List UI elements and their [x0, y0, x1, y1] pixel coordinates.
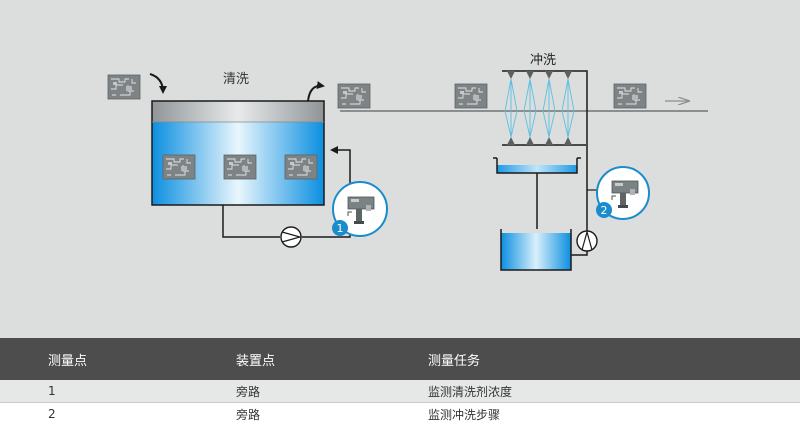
rinse-return-pipe: [571, 70, 588, 256]
header-installation-point: 装置点: [220, 338, 386, 380]
spray-bars: [502, 70, 586, 146]
svg-text:2: 2: [601, 204, 608, 217]
rinse-water-tank: [500, 229, 572, 271]
board-on-line-2: [454, 83, 488, 109]
board-in-tank-3: [284, 154, 318, 180]
header-measuring-point: 测量点: [0, 338, 220, 380]
sensor-point-1: [332, 181, 388, 237]
board-on-line-1: [337, 83, 371, 109]
rinse-label: 冲洗: [530, 53, 556, 68]
board-in-tank-2: [223, 154, 257, 180]
header-measuring-task: 测量任务: [386, 338, 800, 380]
cleaning-label: 清洗: [223, 72, 249, 87]
svg-text:1: 1: [337, 222, 344, 235]
row-1-task: 监测清洗剂浓度: [386, 380, 800, 403]
pump-right: [576, 229, 598, 252]
arrow-into-tank: [149, 73, 167, 94]
spray-jets: [504, 78, 575, 138]
board-on-line-3: [613, 83, 647, 109]
measurement-table: 测量点 装置点 测量任务 1 旁路 监测清洗剂浓度 2 旁路 监测冲洗步骤: [0, 338, 800, 425]
table-row: 2 旁路 监测冲洗步骤: [0, 402, 800, 425]
row-1-location: 旁路: [220, 380, 386, 403]
table-row: 1 旁路 监测清洗剂浓度: [0, 380, 800, 403]
row-2-location: 旁路: [220, 402, 386, 425]
arrow-out-of-tank: [307, 81, 325, 102]
board-in-tank-1: [162, 154, 196, 180]
row-1-point: 1: [0, 380, 220, 403]
point-2-badge: 2: [596, 202, 612, 218]
row-2-point: 2: [0, 402, 220, 425]
pump-left: [280, 226, 303, 248]
rinse-tray: [493, 157, 581, 174]
table-header-row: 测量点 装置点 测量任务: [0, 338, 800, 380]
point-1-badge: 1: [332, 220, 348, 236]
board-entering: [107, 74, 141, 100]
cleaning-tank: [151, 100, 325, 206]
process-diagram: 清洗 1 冲洗: [107, 53, 708, 271]
row-2-task: 监测冲洗步骤: [386, 402, 800, 425]
